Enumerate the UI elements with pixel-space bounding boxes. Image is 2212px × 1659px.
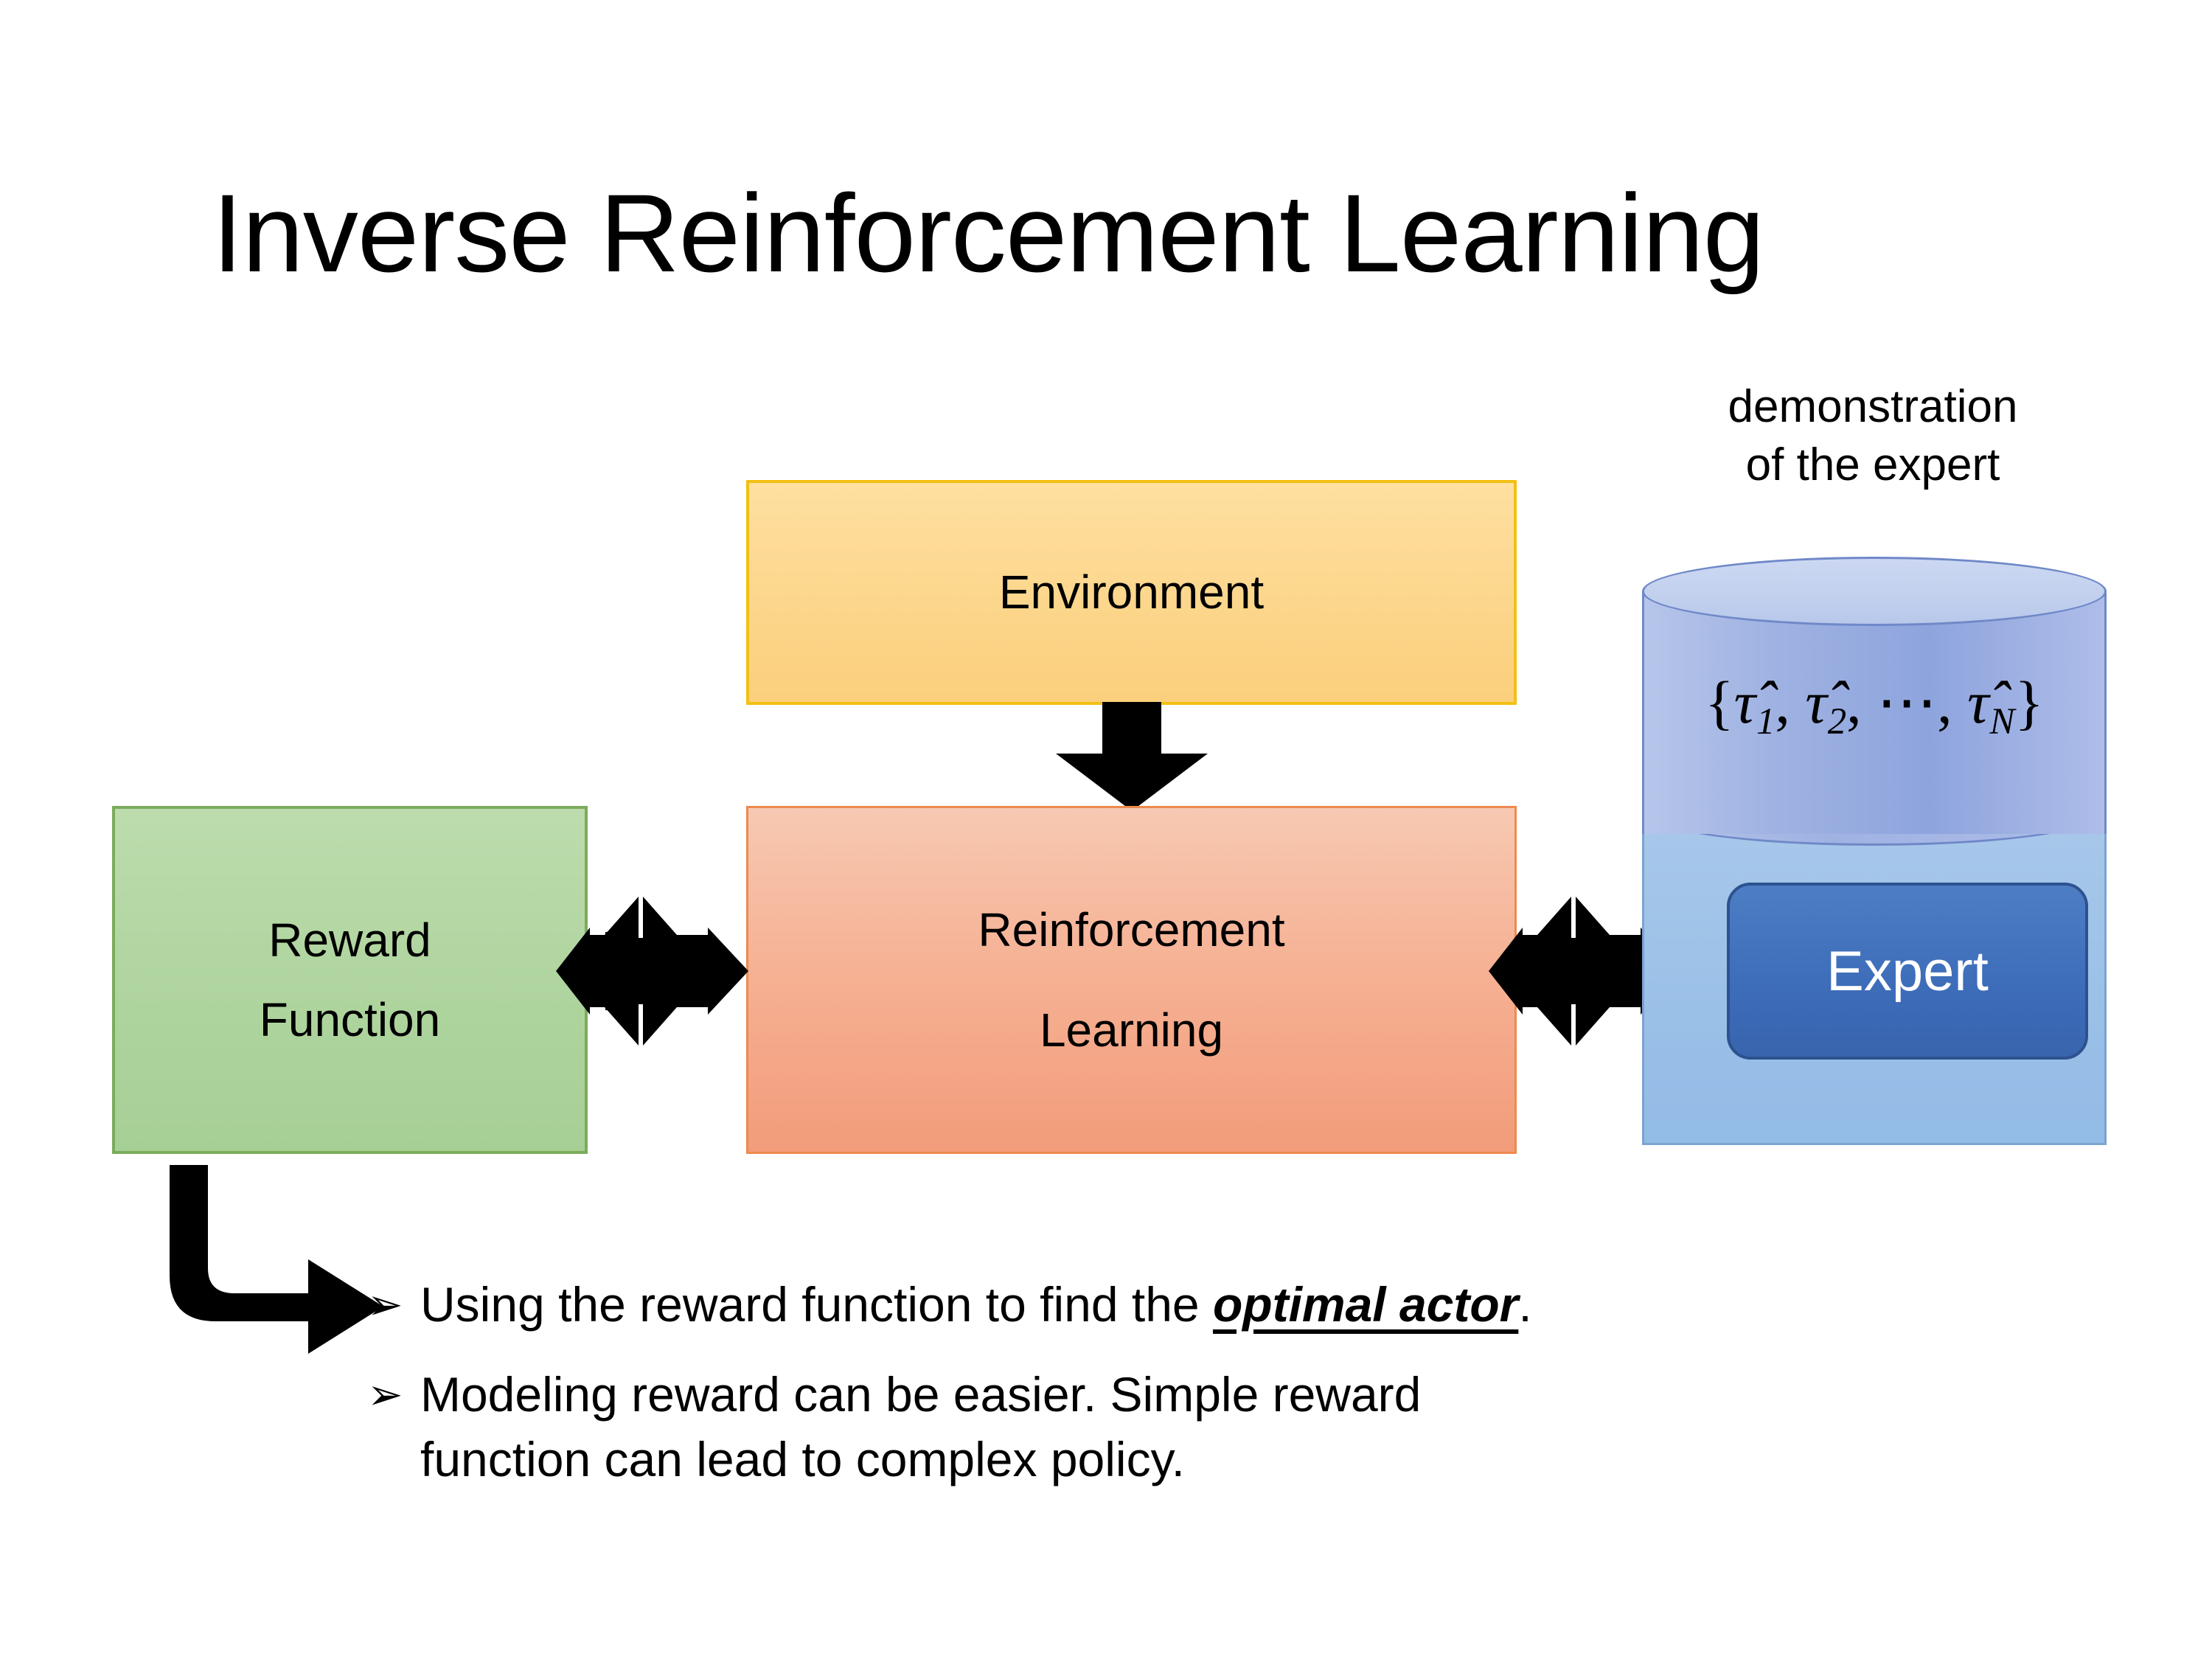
expert-box-label: Expert (1826, 939, 1989, 1003)
reinforcement-learning-box-label-line-2: Learning (1039, 1004, 1224, 1057)
formula-term-1-subscript: 1 (1756, 700, 1775, 742)
formula-separator-3: , (1937, 669, 1968, 736)
environment-box-label: Environment (998, 566, 1265, 619)
reinforcement-learning-box[interactable]: Reinforcement Learning (746, 806, 1517, 1154)
formula-term-2-subscript: 2 (1827, 700, 1847, 742)
formula-term-3: τ̂ (1967, 669, 1989, 736)
demonstration-caption-line-1: demonstration (1728, 381, 2018, 432)
formula-separator-2: , (1846, 669, 1877, 736)
bullet-list: ➢ Using the reward function to find the … (367, 1273, 2137, 1492)
bullet-item-1-text-before: Using the reward function to find the (420, 1277, 1213, 1332)
formula-open-brace: { (1705, 669, 1734, 736)
cylinder-body (1642, 591, 2107, 834)
bullet-item-1: ➢ Using the reward function to find the … (367, 1273, 2137, 1338)
bullet-item-2: ➢ Modeling reward can be easier. Simple … (367, 1363, 2137, 1492)
demonstration-caption-line-2: of the expert (1745, 439, 2000, 491)
bullet-item-1-text: Using the reward function to find the op… (420, 1273, 2137, 1338)
bullet-item-2-text: Modeling reward can be easier. Simple re… (420, 1363, 2137, 1492)
elbow-arrow-icon (170, 1165, 383, 1354)
formula-close-brace: } (2014, 669, 2044, 736)
trajectory-set-formula: {τ̂1, τ̂2, ⋯, τ̂N} (1642, 667, 2107, 742)
page-title: Inverse Reinforcement Learning (212, 171, 1765, 295)
down-arrow-icon (1056, 702, 1208, 811)
expert-box[interactable]: Expert (1727, 883, 2088, 1060)
reinforcement-learning-box-label-line-1: Reinforcement (978, 902, 1285, 956)
bullet-marker-icon: ➢ (367, 1370, 403, 1419)
cylinder-top-ellipse (1642, 557, 2107, 626)
formula-ellipsis: ⋯ (1877, 669, 1938, 736)
bullet-item-2-line-1: Modeling reward can be easier. Simple re… (420, 1366, 1422, 1422)
formula-term-2: τ̂ (1805, 669, 1827, 736)
reward-function-box-label-line-1: Reward (268, 913, 431, 967)
bullet-item-2-line-2: function can lead to complex policy. (420, 1431, 1186, 1486)
bullet-item-1-emphasis: optimal actor (1212, 1277, 1519, 1332)
quad-arrow-icon-left (556, 894, 748, 1048)
environment-box[interactable]: Environment (746, 480, 1517, 705)
formula-term-1: τ̂ (1733, 669, 1756, 736)
formula-separator-1: , (1775, 669, 1806, 736)
reward-function-box[interactable]: Reward Function (112, 806, 588, 1154)
bullet-marker-icon: ➢ (367, 1281, 403, 1329)
demonstration-caption: demonstration of the expert (1615, 378, 2131, 495)
trajectory-database-cylinder[interactable]: {τ̂1, τ̂2, ⋯, τ̂N} (1642, 557, 2107, 852)
formula-term-3-subscript: N (1989, 700, 2015, 742)
reward-function-box-label-line-2: Function (259, 993, 441, 1046)
bullet-item-1-text-after: . (1518, 1277, 1532, 1332)
